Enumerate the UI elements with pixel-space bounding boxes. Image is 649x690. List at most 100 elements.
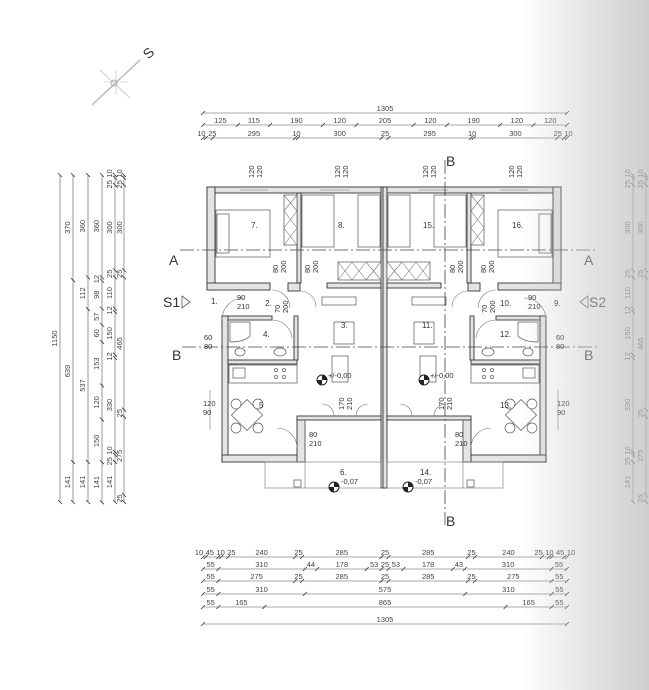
level-terrace-left: -0,07 xyxy=(341,477,358,486)
dimension-value: 178 xyxy=(336,560,349,569)
dimension-tick xyxy=(200,604,206,610)
level-symbol-icon xyxy=(328,481,340,493)
dimension-value: 55 xyxy=(555,560,563,569)
dimension-value: 110 xyxy=(105,287,114,299)
dimension-value: 25 xyxy=(208,129,216,138)
dimension-tick xyxy=(216,604,221,610)
dimension-value: 190 xyxy=(290,116,303,125)
hall-door-label-left: 70200 xyxy=(273,300,290,313)
dimension-tick xyxy=(386,566,391,572)
dimension-tick xyxy=(292,135,298,141)
section-marker-b-left: B xyxy=(172,347,181,363)
dimension-value: 10 xyxy=(545,548,553,557)
dimension-value: 275 xyxy=(115,450,124,463)
window-label: 120120 xyxy=(507,165,524,178)
dimension-value: 43 xyxy=(455,560,463,569)
door-label-8: 80200 xyxy=(303,260,320,273)
dimension-value: 10 xyxy=(216,548,224,557)
dimension-value: 165 xyxy=(235,598,248,607)
dimension-tick xyxy=(295,135,301,141)
dimension-value: 25 xyxy=(534,548,542,557)
dimension-tick xyxy=(465,578,471,584)
dimension-tick xyxy=(203,554,209,560)
window-label: 120120 xyxy=(247,165,264,178)
dimension-tick xyxy=(379,554,384,560)
dimension-value: 1305 xyxy=(377,104,394,113)
section-marker-b-right: B xyxy=(584,347,593,363)
dimension-value: 53 xyxy=(392,560,400,569)
dimension-value: 120 xyxy=(424,116,437,125)
dimension-value: 575 xyxy=(379,585,392,594)
dimension-tick xyxy=(112,175,118,181)
dimension-tick xyxy=(503,604,508,610)
dimension-tick xyxy=(216,566,221,572)
dimension-tick xyxy=(121,414,127,419)
dimension-value: 25 xyxy=(636,494,645,502)
section-marker-a-right: A xyxy=(584,252,594,268)
dimension-value: 60 xyxy=(92,329,101,337)
dimension-value: 25 xyxy=(381,560,389,569)
dimension-value: 10 xyxy=(197,129,205,138)
dimension-tick xyxy=(468,135,474,141)
dimension-value: 25 xyxy=(115,180,124,188)
dimension-tick xyxy=(121,492,127,498)
dimension-tick xyxy=(379,578,384,584)
level-symbol-icon xyxy=(316,374,328,386)
dimension-value: 25 xyxy=(105,270,114,278)
dimension-tick xyxy=(462,591,468,597)
dimension-value: 25 xyxy=(467,548,475,557)
dimension-tick xyxy=(444,122,450,128)
dimension-tick xyxy=(364,566,370,572)
dimension-value: 300 xyxy=(115,221,124,234)
dimension-value: 537 xyxy=(78,379,87,392)
room-16: 16. xyxy=(512,221,523,230)
dimension-tick xyxy=(85,275,91,280)
hall-door-label-right: 70200 xyxy=(480,300,497,313)
dimension-value: 141 xyxy=(92,476,101,489)
level-terrace-right: -0,07 xyxy=(415,477,432,486)
dimension-tick xyxy=(379,566,384,572)
dimension-value: 10 xyxy=(115,169,124,177)
dimension-value: 25 xyxy=(623,457,632,465)
dimension-tick xyxy=(216,578,221,584)
dimension-tick xyxy=(121,267,127,273)
dimension-tick xyxy=(200,122,206,128)
dimension-value: 310 xyxy=(502,560,515,569)
dimension-tick xyxy=(210,135,216,141)
room-6: 6. xyxy=(340,468,347,477)
dimension-tick xyxy=(121,175,127,181)
dimension-tick xyxy=(200,566,206,572)
dimension-tick xyxy=(85,172,91,178)
dimension-tick xyxy=(112,449,118,455)
compass-label: S xyxy=(139,44,157,62)
dimension-tick xyxy=(121,407,127,412)
room-5: 5 xyxy=(259,401,264,410)
dimension-value: 275 xyxy=(636,450,645,463)
dimension-tick xyxy=(99,306,105,311)
dimension-tick xyxy=(99,417,105,422)
dimension-tick xyxy=(112,172,118,178)
dimension-value: 300 xyxy=(333,129,346,138)
dimension-tick xyxy=(99,172,105,178)
living-door-label-left: 170210 xyxy=(337,397,354,410)
level-symbol-icon xyxy=(402,481,414,493)
window-label: 120120 xyxy=(333,165,350,178)
dimension-tick xyxy=(471,135,476,141)
dimension-value: 55 xyxy=(206,585,214,594)
dimension-tick xyxy=(386,554,391,560)
dimension-value: 10 xyxy=(468,129,476,138)
dimension-value: 10 xyxy=(105,169,114,177)
elevation-marker-s2: S2 xyxy=(589,294,606,310)
dimension-tick xyxy=(85,459,91,465)
dimension-value: 639 xyxy=(63,365,72,378)
dimension-value: 330 xyxy=(105,399,114,412)
dimension-tick xyxy=(99,383,105,388)
dimension-tick xyxy=(379,135,384,141)
dimension-value: 360 xyxy=(78,220,87,233)
dimension-value: 25 xyxy=(294,572,302,581)
dimension-value: 25 xyxy=(115,270,124,278)
dimension-tick xyxy=(462,566,468,572)
